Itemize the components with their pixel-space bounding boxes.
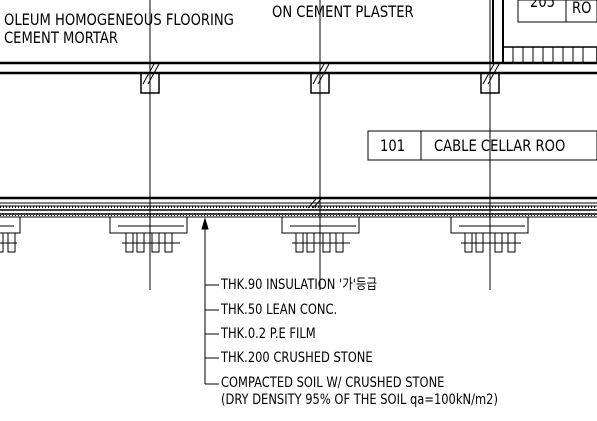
footings: [0, 216, 529, 253]
ground-slab: [0, 196, 597, 218]
room-tag-101-box: [367, 130, 597, 161]
plaster-note: ON CEMENT PLASTER: [272, 2, 414, 21]
mortar-note: CEMENT MORTAR: [4, 28, 118, 47]
layer-dry-density-note: (DRY DENSITY 95% OF THE SOIL qa=100kN/m2…: [221, 392, 498, 408]
layer-lean-concrete: THK.50 LEAN CONC.: [221, 302, 338, 318]
room-205-name: RO: [572, 0, 592, 17]
layer-insulation: THK.90 INSULATION '가'등급: [221, 277, 378, 293]
wall-205: [492, 0, 597, 64]
layer-pe-film: THK.0.2 P.E FILM: [221, 326, 316, 342]
room-tag-number: 101: [380, 136, 406, 155]
room-tag-name: CABLE CELLAR ROO: [434, 136, 566, 155]
upper-slab: [0, 61, 597, 75]
room-205-number: 205: [530, 0, 556, 11]
layer-compacted-soil: COMPACTED SOIL W/ CRUSHED STONE: [221, 375, 445, 391]
grid-axes: [149, 0, 491, 290]
layer-leader: [201, 217, 219, 385]
layer-crushed-stone: THK.200 CRUSHED STONE: [221, 350, 373, 366]
floor-finish-note: OLEUM HOMOGENEOUS FLOORING: [4, 10, 234, 29]
